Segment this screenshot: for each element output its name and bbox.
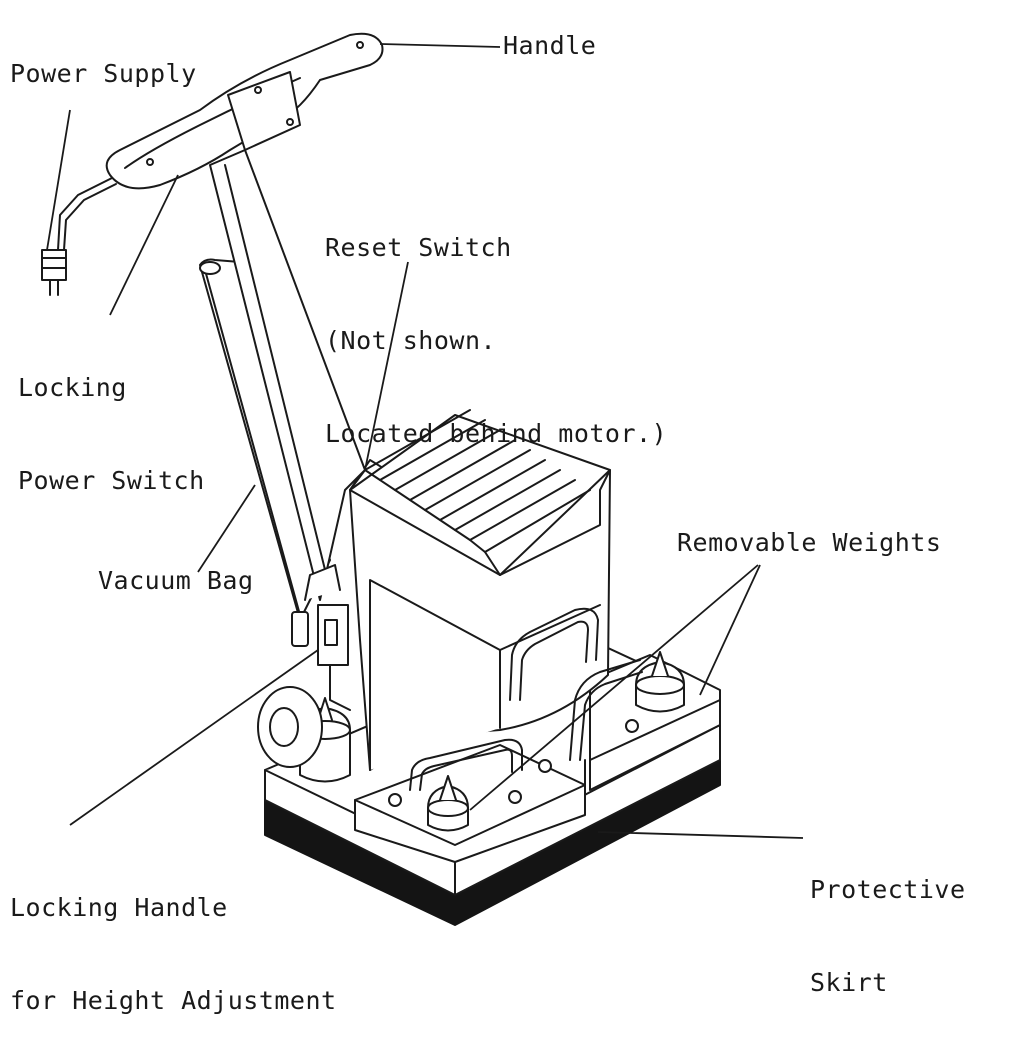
label-reset-switch-line-1: Reset Switch bbox=[325, 233, 512, 262]
label-locking-handle: Locking Handle for Height Adjustment bbox=[10, 830, 337, 1047]
label-locking-handle-line-1: Locking Handle bbox=[10, 893, 228, 922]
leader-weights-front bbox=[469, 564, 759, 811]
label-locking-power-switch-line-2: Power Switch bbox=[18, 466, 205, 495]
cooling-fins bbox=[349, 409, 611, 576]
motor-carry-handle bbox=[509, 607, 599, 701]
floor-sander-illustration bbox=[41, 32, 804, 926]
label-protective-skirt: Protective Skirt bbox=[810, 812, 966, 1029]
label-locking-handle-line-2: for Height Adjustment bbox=[10, 986, 337, 1015]
height-adjust-lock bbox=[291, 564, 351, 711]
leader-handle bbox=[379, 43, 501, 48]
side-bracket bbox=[569, 659, 643, 761]
label-reset-switch: Reset Switch (Not shown. Located behind … bbox=[325, 170, 667, 480]
power-cord bbox=[41, 177, 117, 296]
label-protective-skirt-line-1: Protective bbox=[810, 875, 966, 904]
leader-weights-right bbox=[699, 564, 761, 696]
label-vacuum-bag: Vacuum Bag bbox=[98, 566, 254, 595]
front-carry-handle bbox=[409, 738, 523, 791]
leader-locking-power-switch bbox=[109, 174, 179, 316]
leader-reset-switch bbox=[364, 261, 409, 471]
wheel bbox=[257, 686, 323, 768]
leader-protective-skirt bbox=[597, 831, 804, 839]
label-locking-power-switch: Locking Power Switch bbox=[18, 310, 205, 527]
weight-block-front bbox=[354, 744, 586, 863]
label-protective-skirt-line-2: Skirt bbox=[810, 968, 888, 997]
label-handle: Handle bbox=[503, 31, 597, 60]
weight-block-right bbox=[589, 654, 721, 791]
leader-vacuum-bag bbox=[197, 484, 256, 573]
label-locking-power-switch-line-1: Locking bbox=[18, 373, 127, 402]
motor-housing bbox=[349, 459, 611, 771]
leader-power-supply bbox=[46, 109, 71, 251]
weight-knob-front bbox=[427, 775, 469, 832]
label-power-supply: Power Supply bbox=[10, 59, 197, 88]
handle-shaft bbox=[209, 149, 366, 601]
weight-knob-right bbox=[635, 651, 685, 713]
label-reset-switch-line-2: (Not shown. bbox=[325, 326, 497, 355]
label-removable-weights: Removable Weights bbox=[677, 528, 942, 557]
bolts bbox=[388, 719, 639, 807]
handle-grip bbox=[105, 32, 384, 190]
label-reset-switch-line-3: Located behind motor.) bbox=[325, 419, 668, 448]
leader-locking-handle bbox=[69, 649, 319, 826]
